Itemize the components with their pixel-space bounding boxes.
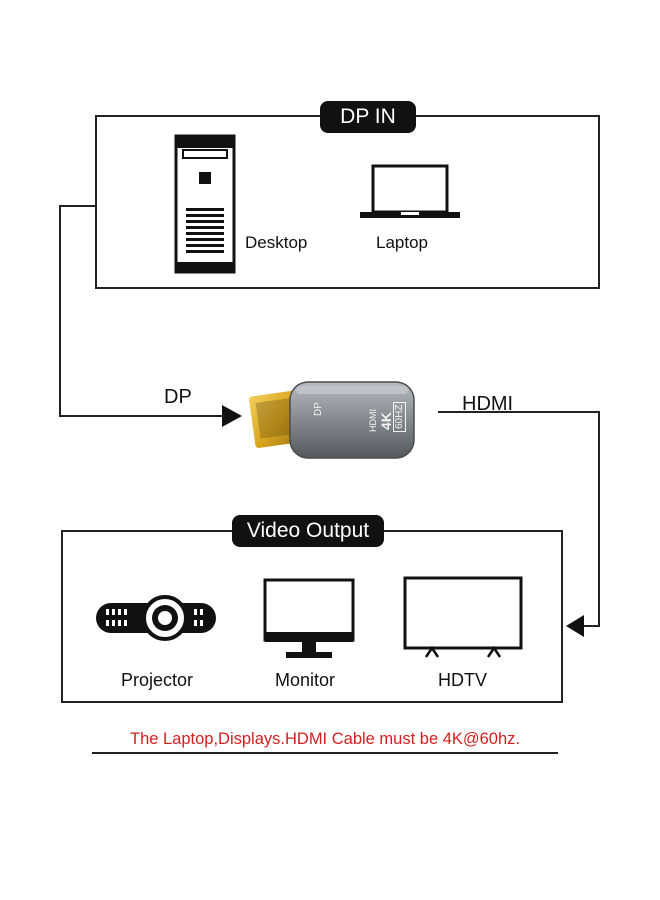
footnote-underline	[92, 752, 558, 754]
source-panel-frame	[95, 115, 600, 289]
monitor-icon	[263, 578, 355, 658]
footnote: The Laptop,Displays.HDMI Cable must be 4…	[129, 730, 520, 748]
adapter-mark-dp: DP	[313, 402, 324, 416]
hdmi-wire	[438, 411, 600, 627]
hdmi-output-label: HDMI	[462, 393, 514, 415]
dp-input-label: DP	[164, 386, 192, 408]
desktop-icon	[174, 134, 236, 274]
adapter-body	[289, 381, 415, 459]
desktop-label: Desktop	[245, 233, 308, 252]
hdmi-arrowhead	[566, 615, 584, 637]
adapter-mark-hdmi: HDMI	[368, 409, 378, 432]
adapter-mark-4k: 4K	[378, 412, 394, 430]
dp-arrowhead	[222, 405, 242, 427]
monitor-label: Monitor	[275, 670, 336, 690]
hdtv-label: HDTV	[438, 670, 487, 690]
dp-wire	[59, 205, 226, 417]
source-panel-title: DP IN	[320, 101, 416, 133]
laptop-label: Laptop	[376, 233, 428, 252]
projector-icon	[96, 595, 216, 641]
output-panel-title: Video Output	[232, 515, 384, 547]
laptop-icon	[360, 164, 460, 218]
projector-label: Projector	[121, 670, 194, 690]
hdtv-icon	[403, 576, 523, 658]
adapter-mark-60hz: 60HZ	[393, 401, 406, 432]
dp-to-hdmi-adapter	[249, 381, 415, 459]
